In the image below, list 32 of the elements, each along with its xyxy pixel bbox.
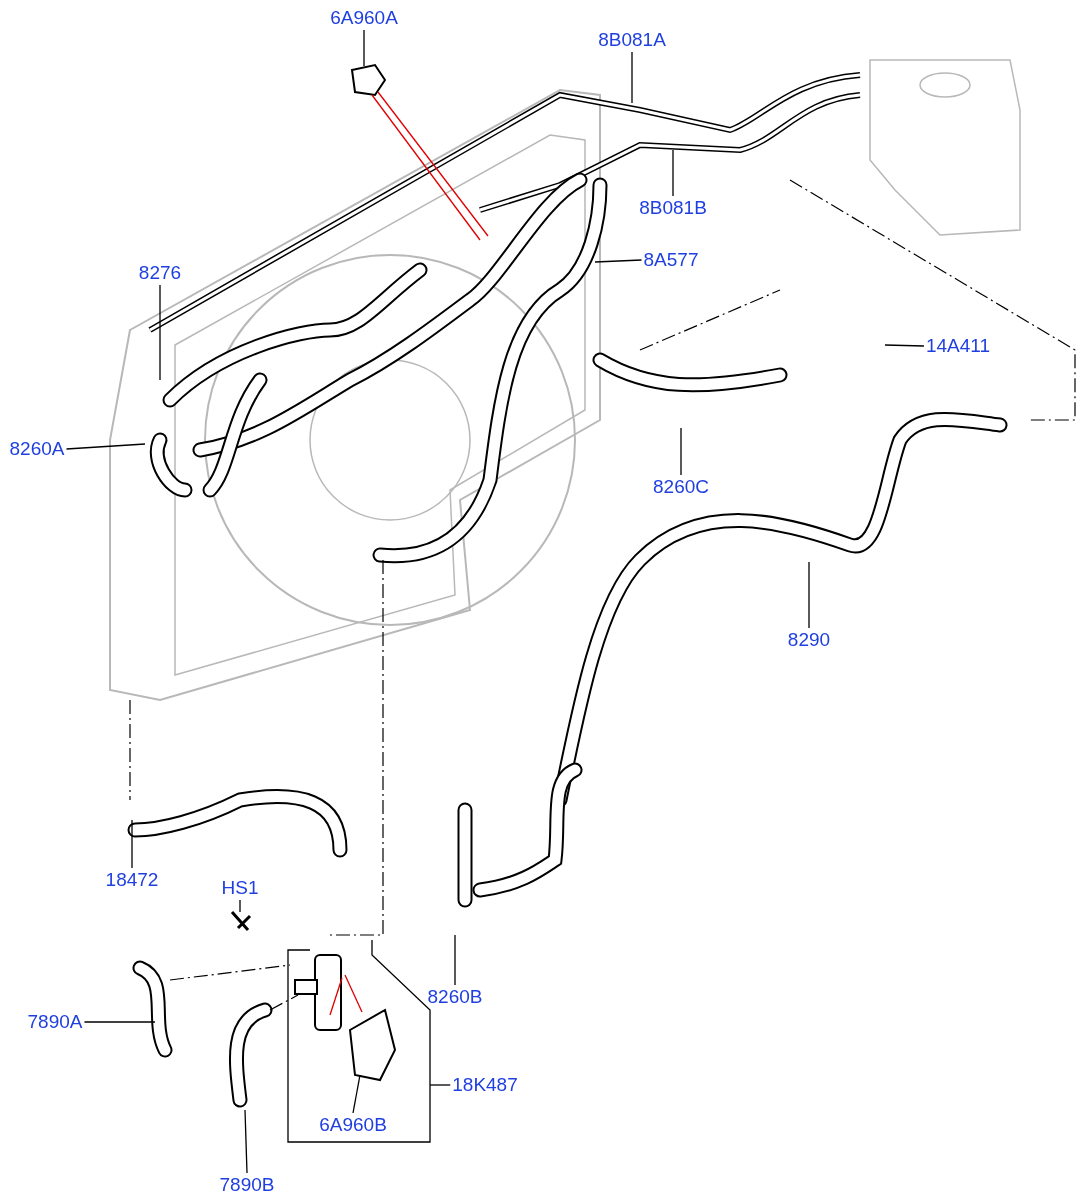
leader-line: [131, 819, 133, 869]
leader-line: [352, 1074, 361, 1114]
callout-number: 8260B: [427, 986, 483, 1008]
leader-line: [239, 899, 241, 913]
callout-number: 18472: [105, 869, 159, 891]
leader-line: [884, 344, 925, 347]
callout-number: 8B081A: [598, 29, 666, 51]
callout-number: 7890A: [27, 1011, 83, 1033]
leader-line: [808, 561, 810, 629]
leader-line: [363, 29, 365, 67]
leader-line: [429, 1084, 451, 1086]
leader-line: [244, 1109, 248, 1174]
leader-line: [159, 284, 161, 381]
callout-number: 8290: [787, 629, 831, 651]
callout-number: 18K487: [452, 1074, 518, 1096]
leader-line: [594, 259, 643, 263]
callout-number: 6A960A: [330, 7, 398, 29]
callout-number: 8B081B: [639, 197, 707, 219]
leader-line: [631, 51, 633, 104]
leader-line: [680, 427, 682, 476]
leader-line: [83, 1021, 156, 1023]
callout-number: 8260A: [9, 438, 65, 460]
callout-number: 7890B: [219, 1174, 275, 1196]
leader-line: [672, 149, 674, 197]
callout-number: 8276: [138, 262, 182, 284]
leader-line: [454, 934, 456, 986]
callout-number: 8260C: [653, 476, 709, 498]
callout-number: 6A960B: [319, 1114, 387, 1136]
callout-number: 14A411: [925, 335, 991, 357]
callout-number: 8A577: [643, 249, 699, 271]
leader-line: [65, 443, 146, 450]
callout-number: HS1: [221, 877, 259, 899]
